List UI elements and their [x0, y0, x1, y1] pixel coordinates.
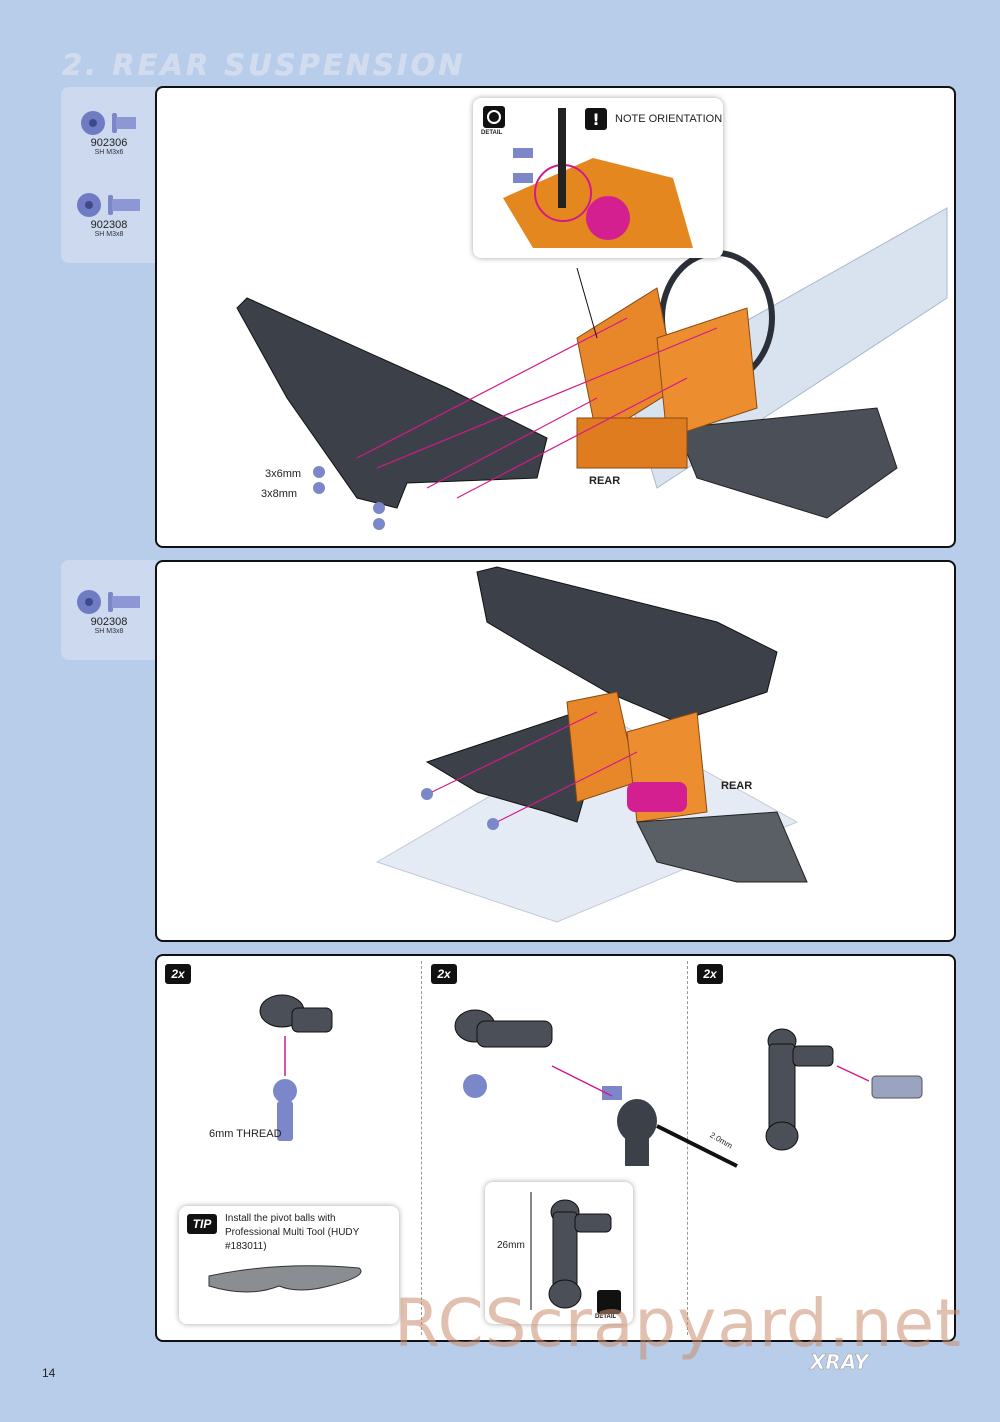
step2-panel: REAR: [155, 560, 956, 942]
rod-end-length-illustration: [530, 1192, 621, 1314]
detail-label: DETAIL: [481, 130, 503, 136]
svg-text:XRAY: XRAY: [808, 1350, 871, 1374]
parts-list: 902308 SH M3x8: [61, 560, 157, 660]
detail-inset: ! NOTE ORIENTATION DETAIL: [473, 98, 723, 258]
note-orientation-label: NOTE ORIENTATION: [615, 113, 723, 125]
detail-label: DETAIL: [595, 1314, 617, 1320]
screw-icon: [77, 193, 140, 217]
rear-label: REAR: [721, 780, 753, 792]
tip-text: Install the pivot balls with Professiona…: [225, 1213, 360, 1252]
upper-bulkhead-illustration: [375, 566, 808, 923]
rear-label: REAR: [589, 475, 621, 487]
part-902308: 902308 SH M3x8: [61, 191, 157, 238]
screw-icon: [77, 590, 140, 614]
svg-text:!: !: [592, 110, 599, 129]
length-label: 26mm: [497, 1240, 525, 1251]
rear-bulkhead-illustration: [236, 207, 948, 530]
step1-panel: ! NOTE ORIENTATION DETAIL 3x6mm 3x8mm RE…: [155, 86, 956, 548]
parts-list: 902306 SH M3x6 902308 SH M3x8: [61, 87, 157, 263]
screw-3x6-label: 3x6mm: [265, 468, 302, 480]
part-902308: 902308 SH M3x8: [61, 588, 157, 635]
quantity-badge: 2x: [431, 964, 457, 984]
page-number: 14: [42, 1366, 56, 1380]
ball-end-illustration: [259, 994, 923, 1168]
length-detail: 26mm DETAIL: [485, 1182, 633, 1324]
multi-tool-illustration: [208, 1265, 362, 1293]
thread-label: 6mm THREAD: [209, 1128, 282, 1140]
tip-badge: TIP: [187, 1214, 217, 1234]
section-title: 2. REAR SUSPENSION: [62, 48, 466, 82]
step3-panel: 2x 2x 2x 6mm THREAD 2.0mm: [155, 954, 956, 1342]
column-divider: [421, 961, 422, 1335]
column-divider: [687, 961, 688, 1335]
screw-icon: [81, 111, 136, 135]
tip-box: TIP Install the pivot balls with Profess…: [179, 1206, 399, 1324]
quantity-badge: 2x: [165, 964, 191, 984]
quantity-badge: 2x: [697, 964, 723, 984]
note-orientation-detail: !: [483, 106, 693, 248]
part-902306: 902306 SH M3x6: [61, 109, 157, 156]
screw-3x8-label: 3x8mm: [261, 488, 298, 500]
xray-logo: XRAY: [808, 1350, 872, 1374]
watermark: RCScrapyard.net: [394, 1285, 962, 1362]
